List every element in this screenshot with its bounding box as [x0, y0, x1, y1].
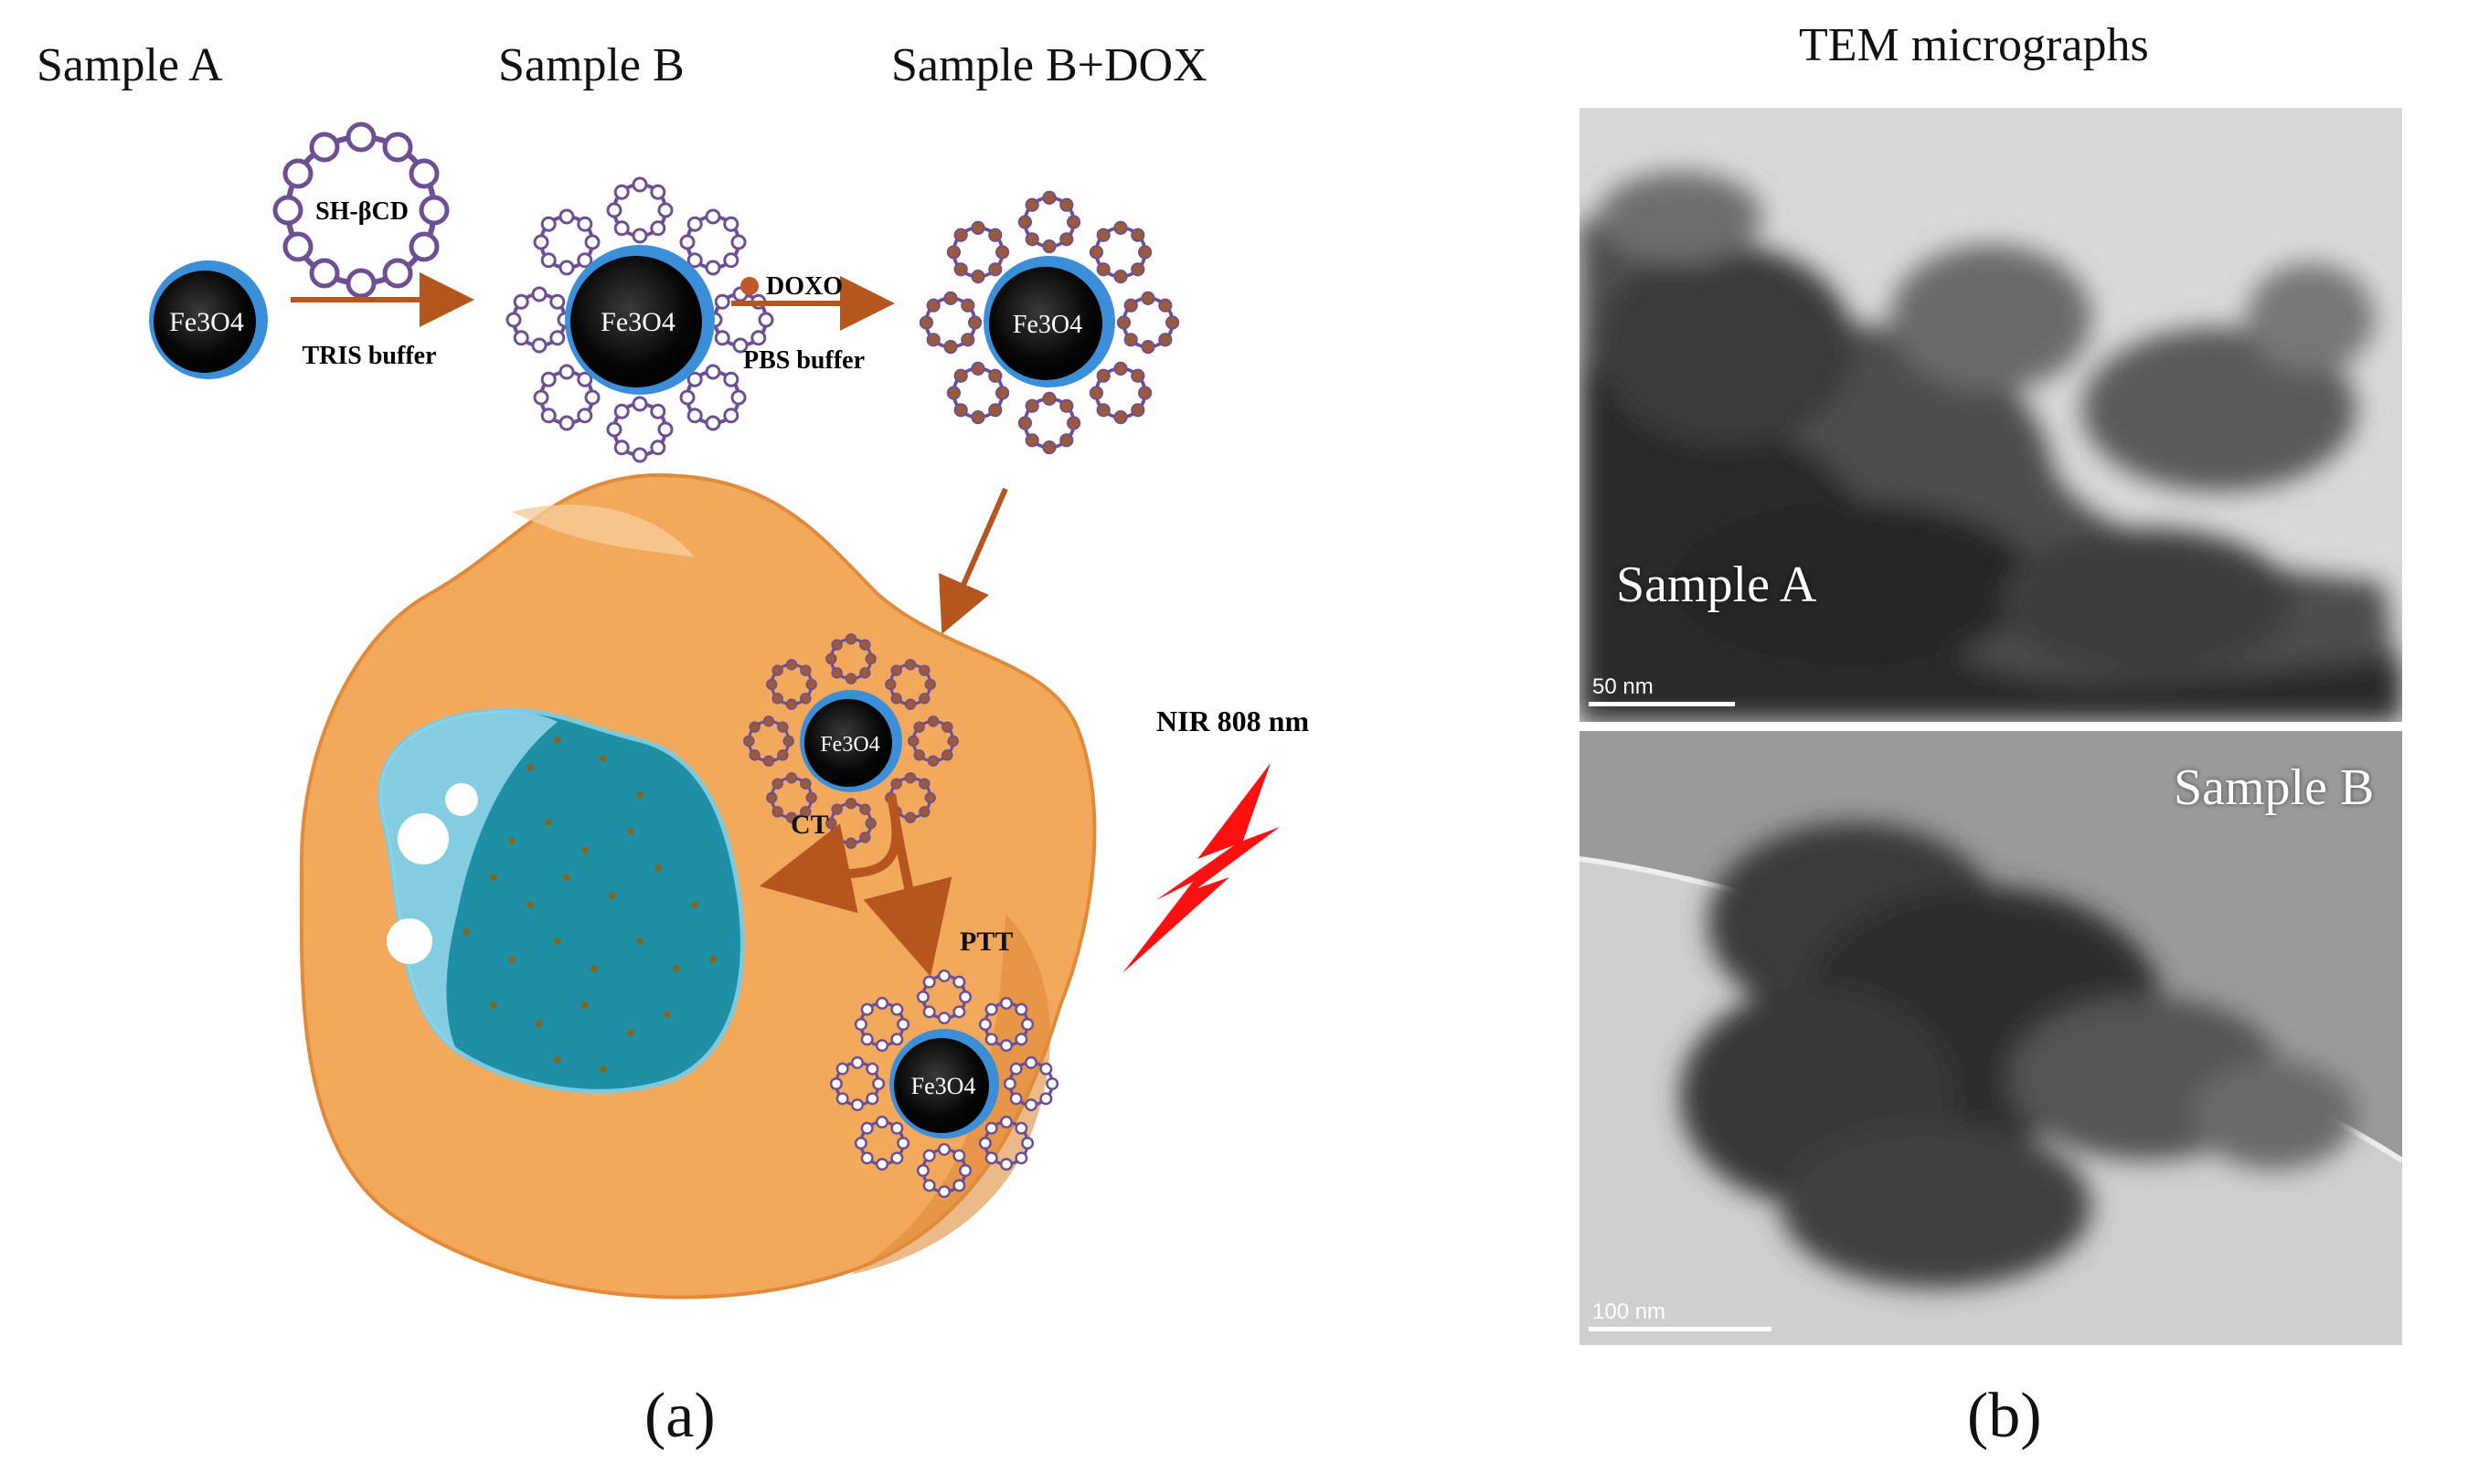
- dox-dots-icon: [463, 737, 717, 1073]
- vesicle-2-icon: [445, 783, 478, 816]
- nir-label: NIR 808 nm: [1156, 705, 1309, 737]
- doxo-dot-icon: [740, 277, 759, 295]
- fe3o4-label-b: Fe3O4: [601, 307, 676, 337]
- tem-label-sample-b: Sample B: [2174, 759, 2375, 816]
- scale-bar-b: [1589, 1327, 1771, 1331]
- fe3o4-particle-b-icon: [565, 245, 715, 395]
- fe3o4-label-cell-upper: Fe3O4: [820, 733, 879, 757]
- sample-b-dox-label: Sample B+DOX: [891, 39, 1207, 91]
- sh-bcd-label: SH-βCD: [315, 197, 409, 226]
- nucleus-light-icon: [379, 711, 558, 1051]
- doxo-label: DOXO: [766, 272, 843, 301]
- fe3o4-particle-cell-lower-icon: [889, 1029, 999, 1139]
- tem-image-sample-b: Sample B 100 nm: [1580, 731, 2402, 1345]
- tem-label-sample-a: Sample A: [1616, 556, 1817, 613]
- caption-a: (a): [644, 1381, 716, 1451]
- tem-texture-b: [1580, 731, 2402, 1345]
- scale-text-b: 100 nm: [1592, 1299, 1666, 1324]
- tem-image-sample-a: Sample A 50 nm: [1580, 108, 2402, 722]
- sample-a-label: Sample A: [37, 39, 223, 91]
- scheme-diagram: Fe3O4 Fe3O4 Fe3O4: [149, 122, 1309, 1299]
- fe3o4-particle-a-icon: [149, 260, 268, 379]
- fe3o4-particle-bdox-icon: [984, 256, 1115, 387]
- cell-highlight-icon: [512, 504, 695, 557]
- pbs-buffer-label: PBS buffer: [743, 346, 865, 375]
- tem-texture-a: [1580, 108, 2402, 722]
- scale-bar-a: [1589, 702, 1735, 706]
- fe3o4-label-bdox: Fe3O4: [1013, 311, 1082, 339]
- sh-bcd-ring-icon: [272, 122, 450, 299]
- ptt-label: PTT: [960, 927, 1013, 957]
- sample-b-label: Sample B: [498, 39, 685, 91]
- tem-title: TEM micrographs: [1799, 19, 2149, 71]
- ct-label: CT: [791, 810, 829, 840]
- fe3o4-label-cell-lower: Fe3O4: [911, 1073, 976, 1099]
- vesicle-1-icon: [398, 813, 449, 864]
- lightning-bolt-icon: [1122, 763, 1280, 973]
- vesicle-3-icon: [387, 918, 432, 964]
- ptt-arrow: [863, 794, 952, 977]
- arrow-to-cell: [938, 487, 1008, 634]
- caption-b: (b): [1967, 1381, 2042, 1451]
- scale-text-a: 50 nm: [1592, 674, 1654, 699]
- fe3o4-label-a: Fe3O4: [169, 307, 244, 337]
- tris-buffer-label: TRIS buffer: [302, 342, 436, 370]
- fe3o4-particle-cell-upper-icon: [800, 690, 902, 792]
